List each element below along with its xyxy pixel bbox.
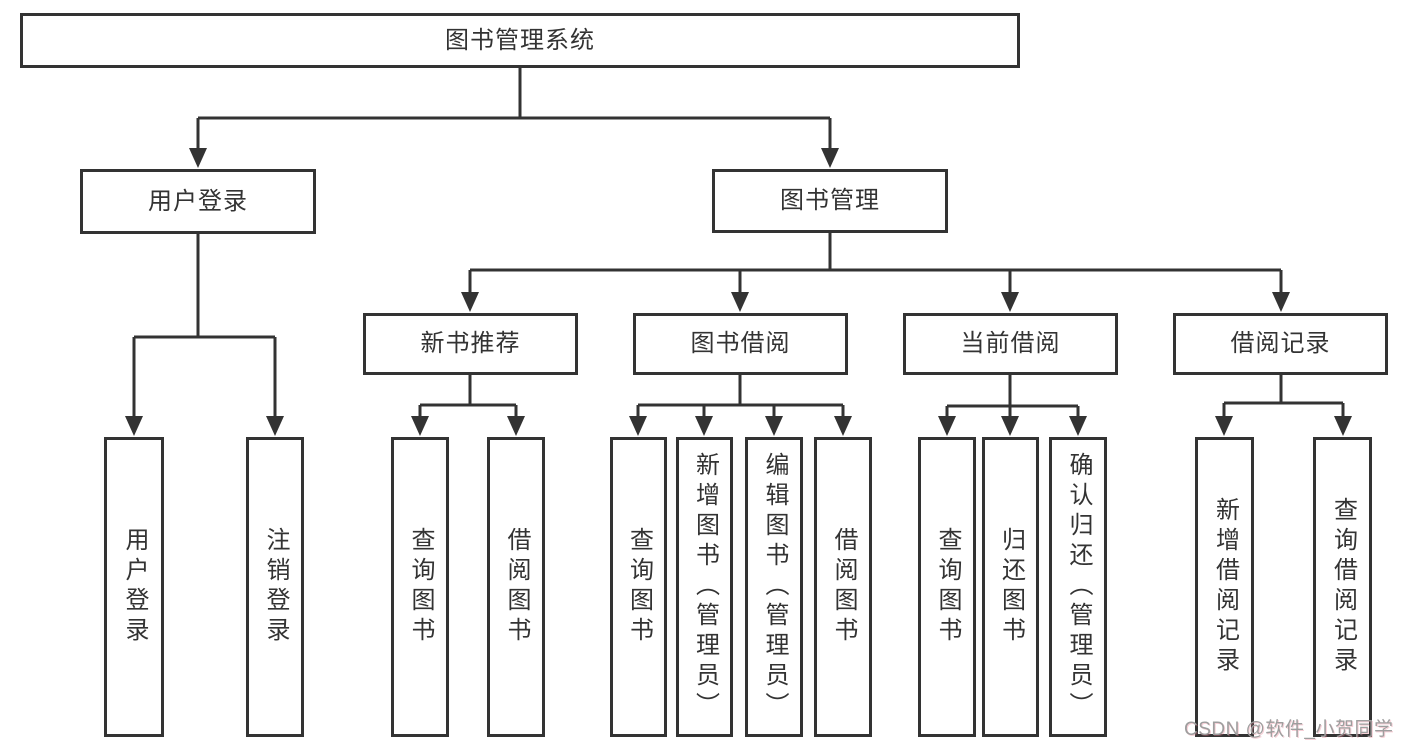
leaf-recommend-query-books: 查询图书 bbox=[391, 437, 449, 737]
csdn-watermark: CSDN @软件_小贺同学 bbox=[1184, 719, 1394, 740]
connector-root-to-level2 bbox=[196, 68, 832, 150]
leaf-borrowing-query-books: 查询图书 bbox=[610, 437, 667, 737]
node-current-borrowing: 当前借阅 bbox=[903, 313, 1118, 375]
leaf-borrowing-add-books-admin: 新增图书（管理员） bbox=[676, 437, 733, 737]
arrow-down-icon bbox=[266, 416, 284, 436]
arrowheads bbox=[125, 148, 1352, 436]
node-root-system: 图书管理系统 bbox=[20, 13, 1020, 68]
arrow-down-icon bbox=[189, 148, 207, 168]
arrow-down-icon bbox=[1215, 416, 1233, 436]
arrow-down-icon bbox=[695, 416, 713, 436]
node-book-management: 图书管理 bbox=[712, 169, 948, 233]
leaf-current-query-books: 查询图书 bbox=[918, 437, 976, 737]
node-new-book-recommend: 新书推荐 bbox=[363, 313, 578, 375]
connector-current-borrow-split bbox=[945, 375, 1080, 418]
arrow-down-icon bbox=[1001, 292, 1019, 312]
arrow-down-icon bbox=[461, 292, 479, 312]
leaf-logout: 注销登录 bbox=[246, 437, 304, 737]
node-borrowing-records: 借阅记录 bbox=[1173, 313, 1388, 375]
leaf-borrowing-borrow-books: 借阅图书 bbox=[814, 437, 872, 737]
arrow-down-icon bbox=[938, 416, 956, 436]
node-user-login: 用户登录 bbox=[80, 169, 316, 234]
leaf-user-login: 用户登录 bbox=[104, 437, 164, 737]
leaf-current-confirm-return-admin: 确认归还（管理员） bbox=[1049, 437, 1107, 737]
arrow-down-icon bbox=[1334, 416, 1352, 436]
arrow-down-icon bbox=[1272, 292, 1290, 312]
connector-new-book-split bbox=[418, 375, 518, 418]
arrow-down-icon bbox=[834, 416, 852, 436]
arrow-down-icon bbox=[507, 416, 525, 436]
arrow-down-icon bbox=[629, 416, 647, 436]
connector-book-borrow-split bbox=[636, 375, 845, 418]
leaf-records-add-record: 新增借阅记录 bbox=[1195, 437, 1254, 737]
connector-borrow-records-split bbox=[1222, 375, 1345, 418]
arrow-down-icon bbox=[821, 148, 839, 168]
arrow-down-icon bbox=[1001, 416, 1019, 436]
arrow-down-icon bbox=[731, 292, 749, 312]
connector-user-login-split bbox=[132, 234, 277, 418]
leaf-current-return-books: 归还图书 bbox=[982, 437, 1039, 737]
node-book-borrowing: 图书借阅 bbox=[633, 313, 848, 375]
leaf-borrowing-edit-books-admin: 编辑图书（管理员） bbox=[745, 437, 803, 737]
arrow-down-icon bbox=[411, 416, 429, 436]
leaf-records-query-record: 查询借阅记录 bbox=[1313, 437, 1372, 737]
connector-book-mgmt-split bbox=[468, 233, 1283, 294]
leaf-recommend-borrow-books: 借阅图书 bbox=[487, 437, 545, 737]
arrow-down-icon bbox=[1069, 416, 1087, 436]
arrow-down-icon bbox=[125, 416, 143, 436]
arrow-down-icon bbox=[765, 416, 783, 436]
